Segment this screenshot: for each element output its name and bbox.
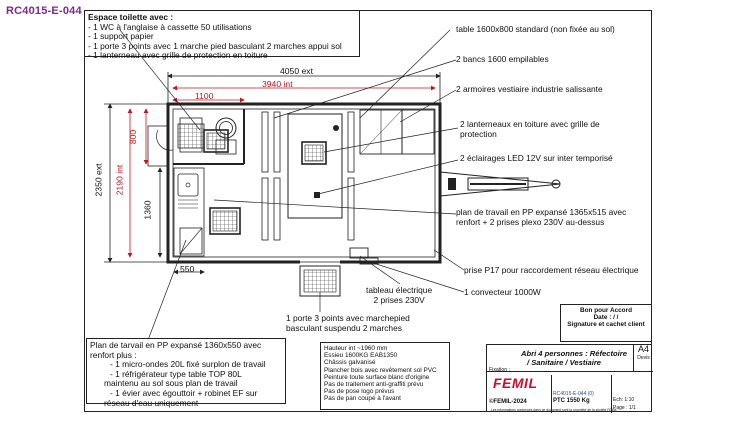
equipment-line: renfort plus : — [90, 349, 137, 360]
annotation-line: basculant suspendu 2 marches — [286, 322, 402, 333]
equipment-line: - 1 évier avec égouttoir + robinet EF su… — [110, 387, 258, 398]
toilet-box-title: Espace toilette avec : — [88, 12, 174, 22]
equipment-line: réseau d'eau uniquement — [104, 397, 199, 408]
spec-line: Pas de pan coupé à l'avant — [324, 395, 401, 403]
approval-title: Bon pour Accord — [580, 307, 632, 314]
toilet-room — [147, 109, 245, 167]
equipment-line: Plan de tarvail en PP expansé 1360x550 a… — [90, 340, 262, 350]
toilet-box-line: - 1 WC à l'anglaise à cassette 50 utilis… — [88, 21, 252, 32]
annotation-lockers: 2 armoires vestiaire industrie salissant… — [456, 84, 603, 94]
annotation-line: protection — [460, 128, 497, 139]
drawing-code: RC4015-E-044 (0) — [553, 391, 594, 397]
table-1600x800 — [287, 113, 343, 219]
annotation-line: plan de travail en PP expansé 1365x515 a… — [456, 207, 627, 217]
spec-line: Châssis galvanisé — [324, 359, 376, 367]
toilet-box-line: - 1 porte 3 points avec 1 marche pied ba… — [88, 40, 342, 51]
benches — [261, 111, 355, 241]
trailer-drawbar — [439, 171, 561, 197]
annotation-table: table 1600x800 standard (non fixée au so… — [456, 24, 615, 34]
technical-specs-box: Hauteur int ~1960 mm Essieu 1600KG EAB13… — [320, 342, 450, 410]
worktop-equipment-box: Plan de tarvail en PP expansé 1360x550 a… — [86, 338, 286, 407]
drawing-title: Abri 4 personnes : Réfectoire — [521, 349, 627, 358]
spec-line: Peinture toute surface blanc d'origine — [324, 373, 430, 381]
drawing-subtitle: / Sanitaire / Vestiaire — [527, 358, 602, 367]
dimension-sink-width: 550 — [180, 264, 195, 274]
spec-line: Essieu 1600KG EAB1350 — [324, 352, 398, 360]
approval-box: Bon pour Accord Date : / / Signature et … — [560, 304, 652, 342]
led-light-marker — [333, 125, 339, 131]
toilet-description-box: Espace toilette avec : - 1 WC à l'anglai… — [84, 10, 360, 60]
title-block-format-cell: A4 Devis — [633, 344, 653, 371]
annotation-skylights: 2 lanterneaux en toiture avec grille de … — [460, 119, 600, 139]
annotation-convector: 1 convecteur 1000W — [464, 287, 541, 297]
annotation-leader-lines — [119, 29, 465, 341]
dimension-width-int: 2190 int — [114, 164, 125, 196]
annotation-line: renfort + 2 prises plexo 230V au-dessus — [456, 216, 605, 227]
equipment-line: - 1 réfrigérateur type table TOP 80L — [110, 368, 242, 379]
spec-line: Hauteur int ~1960 mm — [324, 345, 388, 352]
dimension-length-ext: 4050 ext — [280, 66, 313, 76]
led-light-marker — [314, 192, 320, 198]
kitchenette — [173, 167, 205, 257]
title-block: A4 Devis Abri 4 personnes : Réfectoire /… — [486, 344, 653, 413]
skylight-grilles — [203, 129, 327, 235]
title-block-divider — [551, 375, 552, 413]
drawing-sheet-frame — [84, 10, 652, 412]
fixation-label: Fixation : — [489, 367, 511, 373]
red-dimension-lines — [127, 85, 436, 258]
annotation-door: 1 porte 3 points avec marchepied bascula… — [286, 313, 410, 333]
title-block-divider — [487, 371, 653, 372]
copyright: ©FEMIL-2024 — [489, 399, 527, 405]
spec-line: Pas de traitement anti-graffiti prévu — [324, 381, 424, 389]
ptc-weight: PTC 1550 Kg — [553, 398, 590, 404]
page-number: Page : 1/1 — [613, 405, 636, 411]
annotation-benches: 2 bancs 1600 empilables — [456, 54, 549, 64]
devis-label: Devis — [637, 354, 650, 361]
spec-line: Plancher bois avec revêtement sol PVC — [324, 366, 437, 374]
approval-signature: Signature et cachet client — [567, 321, 645, 329]
drawing-scale: Ech: 1:10 — [613, 397, 635, 403]
equipment-line: maintenu au sol sous plan de travail — [104, 378, 238, 389]
drawing-reference: RC4015-E-044 — [6, 5, 82, 17]
brand-logo: FEMIL — [493, 375, 538, 391]
toilet-box-line: - 1 support papier — [88, 31, 154, 42]
annotation-panel: tableau électrique 2 prises 230V — [366, 285, 433, 305]
annotation-worktop: plan de travail en PP expansé 1365x515 a… — [456, 207, 627, 227]
dimension-width-ext: 2350 ext — [93, 163, 104, 197]
sheet-format: A4 — [637, 344, 649, 354]
annotation-line: tableau électrique — [366, 285, 433, 295]
annotation-line: 2 prises 230V — [373, 294, 425, 305]
dimension-worktop-depth: 1360 — [142, 200, 153, 220]
dimension-length-int: 3940 int — [262, 79, 293, 89]
spec-line: Pas de pose logo prévus — [324, 388, 395, 396]
annotation-line: 1 porte 3 points avec marchepied — [286, 313, 410, 323]
annotation-line: 2 lanterneaux en toiture avec grille de — [460, 119, 600, 129]
cabin-outer-walls — [166, 102, 442, 264]
locker-cabinets — [359, 109, 435, 155]
toilet-box-line: - 1 lanterneau avec grille de protection… — [88, 50, 268, 61]
legal-notice: Les informations contenues dans ce docum… — [491, 408, 618, 412]
annotation-socket: prise P17 pour raccordement réseau élect… — [464, 265, 639, 275]
dimension-toilet-depth: 800 — [128, 129, 139, 145]
dimension-toilet-width: 1100 — [195, 91, 214, 101]
black-dimension-lines — [104, 72, 441, 275]
title-block-divider — [611, 375, 612, 413]
annotation-led: 2 éclairages LED 12V sur inter temporisé — [460, 153, 613, 163]
approval-date: Date : / / — [593, 314, 619, 322]
equipment-line: - 1 micro-ondes 20L fixé surplon de trav… — [110, 359, 266, 370]
